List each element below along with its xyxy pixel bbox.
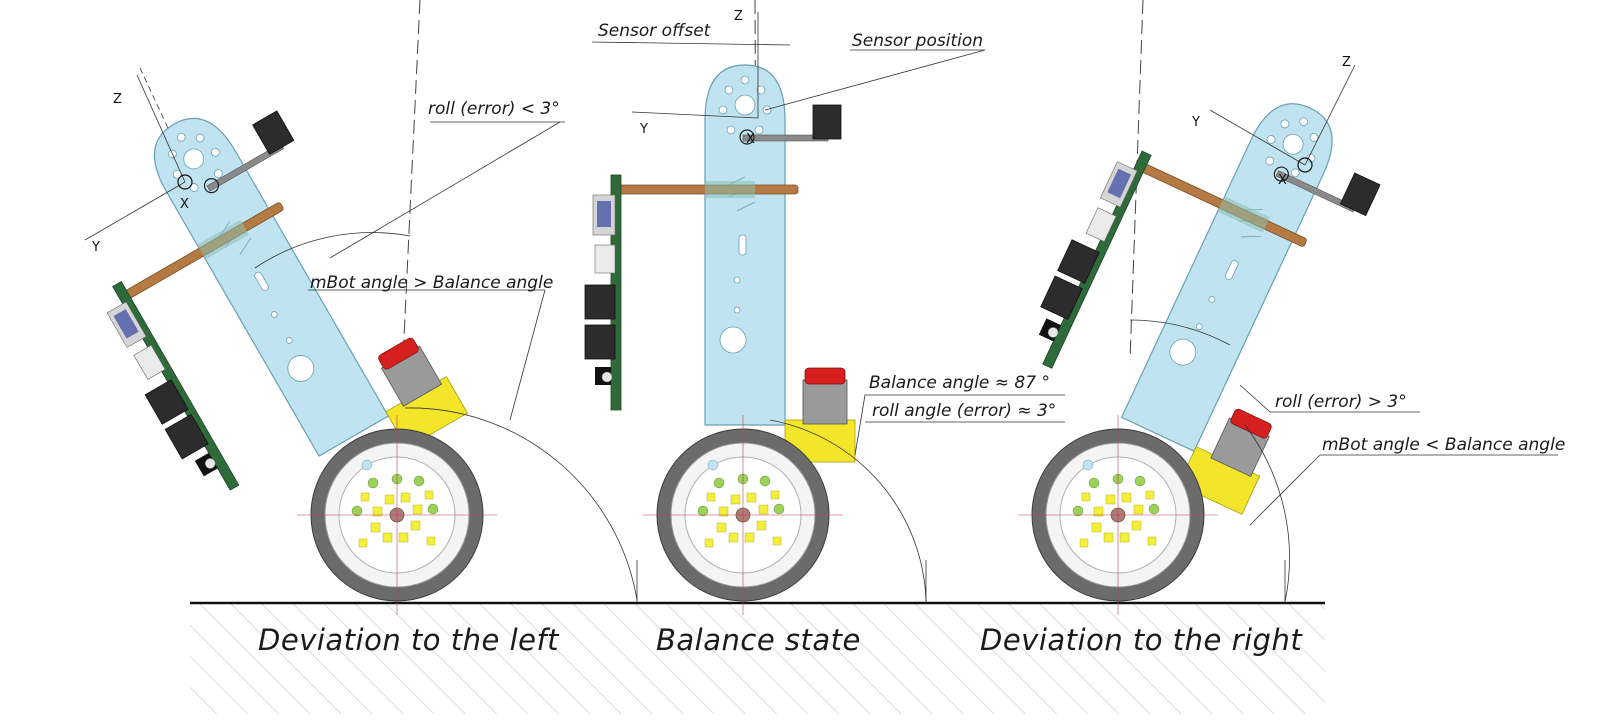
axis-y-center: Y (639, 122, 648, 137)
label-roll-error-gt: roll (error) > 3° (1275, 392, 1407, 412)
label-balance-angle: Balance angle ≈ 87 ° (869, 373, 1050, 393)
axis-x-left: X (180, 197, 189, 212)
axis-y-left: Y (91, 240, 100, 255)
label-sensor-position: Sensor position (852, 31, 983, 51)
caption-center: Balance state (656, 623, 861, 657)
label-mbot-lt-balance: mBot angle < Balance angle (1322, 435, 1565, 455)
caption-left: Deviation to the left (258, 623, 560, 657)
label-roll-error-lt: roll (error) < 3° (428, 99, 560, 119)
axis-z-right: Z (1342, 55, 1351, 70)
label-sensor-offset: Sensor offset (598, 21, 712, 41)
axis-y-right: Y (1191, 115, 1200, 130)
label-mbot-gt-balance: mBot angle > Balance angle (310, 273, 553, 293)
axis-z-center: Z (734, 9, 743, 24)
caption-right: Deviation to the right (980, 623, 1303, 657)
axis-x-right: X (1278, 173, 1287, 188)
label-roll-angle-error: roll angle (error) ≈ 3° (872, 401, 1056, 421)
axis-z-left: Z (113, 92, 122, 107)
robot-right (996, 0, 1558, 616)
axis-x-center: X (746, 132, 755, 147)
robot-center (584, 0, 1065, 616)
robot-left (34, 0, 638, 616)
ground-hatch (190, 604, 1325, 714)
